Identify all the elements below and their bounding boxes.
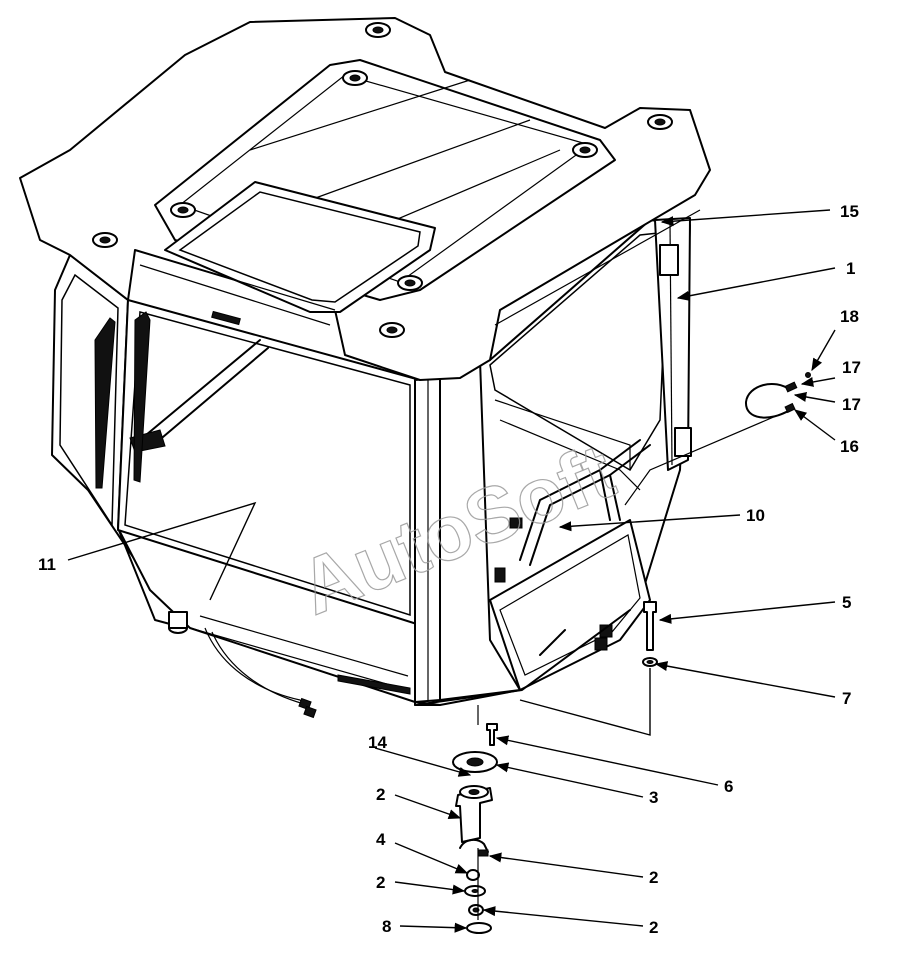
leader-6 [495,735,719,786]
right-door-lower-panel [489,519,651,691]
wire-harness [168,611,317,719]
callout-11: 11 [38,555,56,574]
lanyard-loop [744,383,791,419]
callout-17b: 17 [842,395,861,414]
callout-2d: 8 [382,917,391,936]
leader-1 [676,267,836,301]
leader-15 [660,209,831,227]
callout-15: 15 [840,202,859,221]
leader-5 [658,601,836,624]
leader-17b [793,391,836,403]
cab-assembly [19,17,711,706]
steering-column [519,439,641,561]
washer-2a [466,869,480,881]
callout-10: 10 [746,506,765,525]
mount-hardware [452,601,658,934]
leader-4 [488,852,644,878]
leader-7 [654,661,836,698]
callout-2c: 2 [376,873,385,892]
right-rear-post [654,217,691,471]
leader-11 [67,501,257,601]
callout-17a: 17 [842,358,861,377]
roof-hatch-glass [178,191,421,303]
callout-1: 1 [846,259,855,278]
callout-16: 16 [840,437,859,456]
callout-14: 14 [368,733,387,752]
callout-18: 18 [840,307,859,326]
rubber-mount [455,787,493,843]
callout-2b: 4 [376,830,386,849]
leader-16 [793,409,836,441]
callout-6: 6 [724,777,733,796]
callout-3: 3 [649,788,658,807]
leader-2a [394,794,462,819]
leader-2c [394,881,466,895]
right-door-glass-upper [489,231,669,472]
callout-8: 2 [649,918,658,937]
leader-3 [495,762,644,798]
front-wiper [139,339,261,441]
callout-2a: 2 [376,785,385,804]
callout-4: 2 [649,868,658,887]
callout-labels: 15 1 18 17 17 16 10 11 5 7 6 14 3 2 2 4 … [38,202,861,937]
leader-2d [399,922,468,933]
ring-2 [466,922,492,934]
roof-mount-bosses [92,22,673,338]
leader-17a [800,377,836,387]
callout-7: 7 [842,689,851,708]
front-windshield [124,311,411,617]
callout-5: 5 [842,593,851,612]
leader-2b [394,842,469,874]
bolt-5 [643,601,657,651]
leader-14 [374,747,472,777]
bolt-6 [486,723,498,746]
leader-10 [558,514,741,532]
strap-4 [459,838,489,853]
leader-8 [482,906,644,927]
callout-leaders [67,209,836,933]
leader-18 [811,329,836,372]
